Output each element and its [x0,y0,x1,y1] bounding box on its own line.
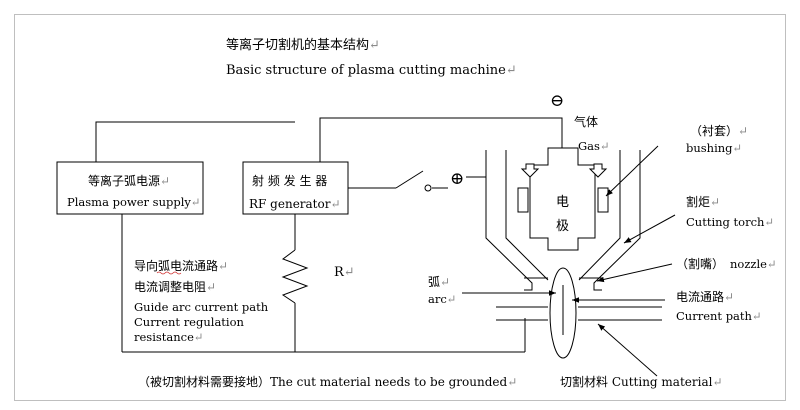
electrode-label-2: 极 [556,219,569,234]
title-cn: 等离子切割机的基本结构↵ [226,37,380,53]
bushing-label-cn: （衬套）↵ [690,124,748,138]
rf-generator-box [242,161,349,215]
minus-symbol: ⊖ [550,91,564,111]
torch-inner-left [505,150,549,281]
bushing-left [517,187,529,213]
gas-label-en: Gas↵ [578,139,610,153]
switch-contact [424,184,432,192]
switch-blade [395,170,424,189]
torch-arrow [623,214,676,244]
ground-note: （被切割材料需要接地）The cut material needs to be … [138,374,517,389]
wire-top-right [319,117,563,162]
gas-flow-arrows [520,163,608,178]
guide-arc-path-en: Guide arc current path [134,300,269,314]
page-border [14,14,786,401]
current-regulation-en: Current regulation [134,315,245,329]
bushing-arrow [605,145,659,197]
nozzle-label-en: nozzle↵ [730,257,777,271]
nozzle-arrow [596,263,673,283]
power-supply-cn: 等离子弧电源↵ [88,173,170,188]
torch-outer-left [485,150,533,291]
circuit-wires [95,117,563,353]
resistance-en: resistance↵ [134,330,204,344]
power-supply-box [56,161,204,215]
current-path-label-cn: 电流通路↵ [676,289,734,304]
title-en: Basic structure of plasma cutting machin… [226,63,517,78]
torch-outer-right [593,150,641,291]
gas-arrow-left [520,163,540,178]
gas-arrow-right [588,163,608,178]
wire-top-left [95,121,295,162]
resistor-label: R↵ [334,265,355,280]
rf-generator-en: RF generator↵ [249,197,341,211]
nozzle-label-cn: （割嘴） [676,256,724,271]
current-path-label-en: Current path↵ [676,309,762,323]
arc-label-cn: 弧↵ [428,275,450,289]
arc-label-en: arc↵ [428,292,456,306]
torch-inner-right [578,150,621,281]
electrode-label-1: 电 [556,195,569,210]
cut-material [496,306,662,321]
guide-arc-path-cn: 导向弧电流通路↵ [134,258,228,273]
power-supply-en: Plasma power supply↵ [67,195,201,209]
cutting-material-arrow [597,323,658,377]
torch-label-en: Cutting torch↵ [686,215,774,229]
cutting-material-label: 切割材料 Cutting material↵ [560,374,723,389]
bushing-right [597,187,609,213]
torch-label-cn: 割炬↵ [686,194,720,209]
bushing-label-en: bushing↵ [686,141,742,155]
resistor-zigzag [281,249,309,304]
current-resistor-cn: 电流调整电阻↵ [134,279,216,294]
plasma-arc [549,267,577,359]
gas-label-cn: 气体 [574,114,598,129]
spell-underline [156,271,182,275]
rf-generator-cn: 射 频 发 生 器 [252,173,327,188]
torch-body [485,147,641,291]
plus-symbol: ⊕ [450,169,464,189]
